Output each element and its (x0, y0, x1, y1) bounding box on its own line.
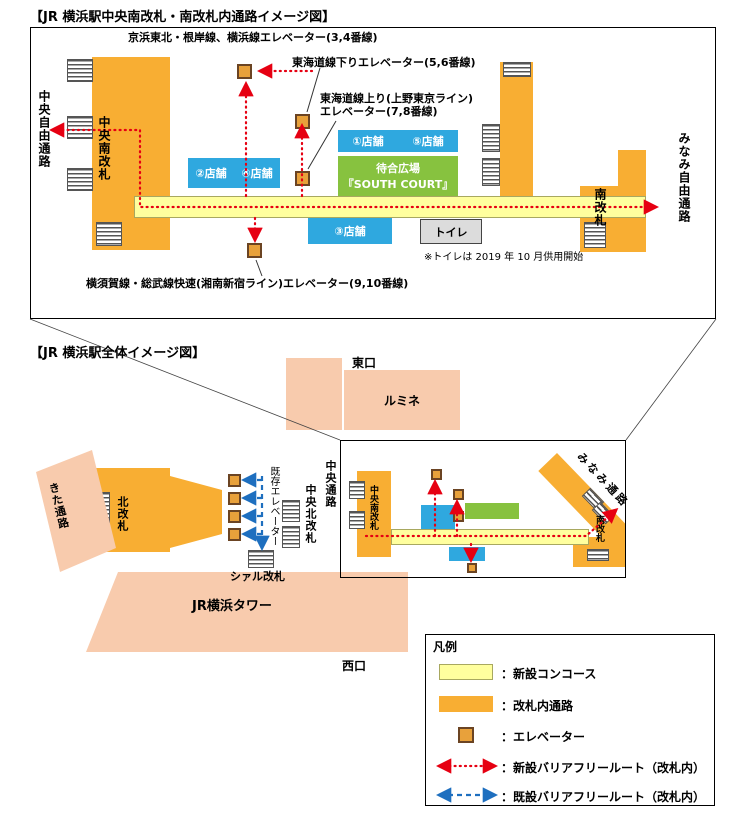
waiting-plaza-box: 待合広場 『SOUTH COURT』 (338, 156, 458, 196)
lumine-building: ルミネ (344, 370, 460, 430)
label-west-exit: 西口 (342, 659, 367, 673)
legend-swatch-new-concourse (439, 664, 493, 680)
elevator-icon-tracks-7-8 (295, 171, 310, 186)
vertical-label-central-south-gate: 中央南改札 (97, 116, 111, 181)
gate-passage-taper-shape (170, 476, 222, 548)
shop-1-5-box: ①店舗 ⑤店舗 (338, 130, 458, 152)
elevator-icon-tracks-9-10 (247, 243, 262, 258)
shop-2-label: ②店舗 (195, 167, 227, 180)
label-jr-yokohama-tower: JR横浜タワー (192, 599, 272, 614)
platform-passage-right (500, 62, 533, 196)
vertical-label-central-free-passage: 中央自由通路 (37, 90, 51, 168)
mini-elevator-icon (453, 489, 464, 500)
legend-label-elevator: ：エレベーター (501, 730, 586, 744)
legend-box (425, 634, 715, 806)
legend-elevator-icon (458, 727, 474, 743)
new-concourse-band (134, 196, 646, 218)
vertical-label-north-gate: 北改札 (116, 496, 129, 532)
legend-swatch-gate-passage (439, 696, 493, 712)
shop-1-label: ①店舗 (352, 135, 384, 148)
waiting-plaza-line1: 待合広場 (376, 162, 420, 175)
label-east-exit: 東口 (352, 356, 377, 370)
elevator-icon-tracks-3-4 (237, 64, 252, 79)
label-cial-gate: シァル改札 (230, 570, 285, 583)
label-yokosuka-elevator: 横須賀線・総武線快速(湘南新宿ライン)エレベーター(9,10番線) (86, 277, 409, 290)
stairs-icon (282, 500, 300, 522)
existing-elevator-icon (228, 528, 241, 541)
stairs-icon (248, 550, 274, 568)
legend-label-new-concourse: ：新設コンコース (501, 667, 597, 681)
mini-shop-box (449, 547, 485, 561)
shop-5-label: ⑤店舗 (412, 135, 444, 148)
stairs-icon (482, 124, 500, 152)
waiting-plaza-line2: 『SOUTH COURT』 (342, 178, 454, 191)
mini-elevator-icon (467, 563, 477, 573)
legend-label-gate-passage: ：改札内通路 (501, 699, 574, 713)
existing-elevator-icon (228, 510, 241, 523)
mini-new-concourse (391, 529, 589, 545)
existing-elevator-icon (228, 474, 241, 487)
existing-elevator-icon (228, 492, 241, 505)
label-tokaido-down-elevator: 東海道線下りエレベーター(5,6番線) (292, 56, 476, 69)
mini-central-south-gate-label: 中央南改札 (368, 485, 378, 530)
mini-south-gate-label: 南改札 (594, 515, 604, 542)
mini-elevator-icon (431, 469, 442, 480)
stairs-icon (88, 492, 110, 540)
toilet-label: トイレ (434, 225, 468, 239)
vertical-label-central-passage: 中央通路 (324, 460, 337, 508)
mini-waiting-plaza (465, 503, 519, 519)
shop-2-4-box: ②店舗 ④店舗 (188, 158, 280, 188)
top-diagram-title: 【JR 横浜駅中央南改札・南改札内通路イメージ図】 (30, 10, 336, 25)
stairs-icon (96, 222, 122, 246)
mini-shop-box (421, 505, 455, 529)
stairs-icon (584, 222, 606, 248)
vertical-label-north-passage: きた通路 (46, 481, 71, 531)
shop-3-box: ③店舗 (308, 218, 392, 244)
shop-4-label: ④店舗 (241, 167, 273, 180)
legend-label-existing-route: ：既設バリアフリールート（改札内） (501, 790, 706, 804)
stairs-icon (282, 526, 300, 548)
stairs-icon (67, 59, 93, 82)
vertical-label-minami-free-passage: みなみ自由通路 (677, 132, 691, 223)
stairs-icon (503, 62, 531, 77)
toilet-box: トイレ (420, 219, 482, 244)
legend-title: 凡例 (433, 640, 458, 654)
stairs-icon (482, 158, 500, 186)
stairs-icon (349, 511, 365, 529)
vertical-label-south-gate: 南改札 (593, 188, 607, 227)
legend-label-new-route: ：新設バリアフリールート（改札内） (501, 761, 706, 775)
vertical-label-central-north-gate: 中央北改札 (304, 484, 317, 544)
label-keihin-tohoku-elevator: 京浜東北・根岸線、横浜線エレベーター(3,4番線) (128, 31, 378, 44)
vertical-label-existing-elevators: 既存エレベーター (268, 466, 279, 546)
east-exit-building (286, 358, 342, 430)
label-tokaido-up-elevator: 東海道線上り(上野東京ライン) エレベーター(7,8番線) (320, 92, 474, 118)
stairs-icon (67, 168, 93, 191)
bottom-diagram-title: 【JR 横浜駅全体イメージ図】 (30, 346, 206, 361)
shop-3-label: ③店舗 (334, 225, 366, 238)
toilet-note: ※トイレは 2019 年 10 月供用開始 (424, 252, 584, 263)
stairs-icon (67, 116, 93, 139)
stairs-icon (349, 481, 365, 499)
elevator-icon-tracks-5-6 (295, 114, 310, 129)
stairs-icon (587, 549, 609, 561)
mini-elevator-icon (453, 511, 464, 522)
lumine-label: ルミネ (383, 393, 420, 408)
